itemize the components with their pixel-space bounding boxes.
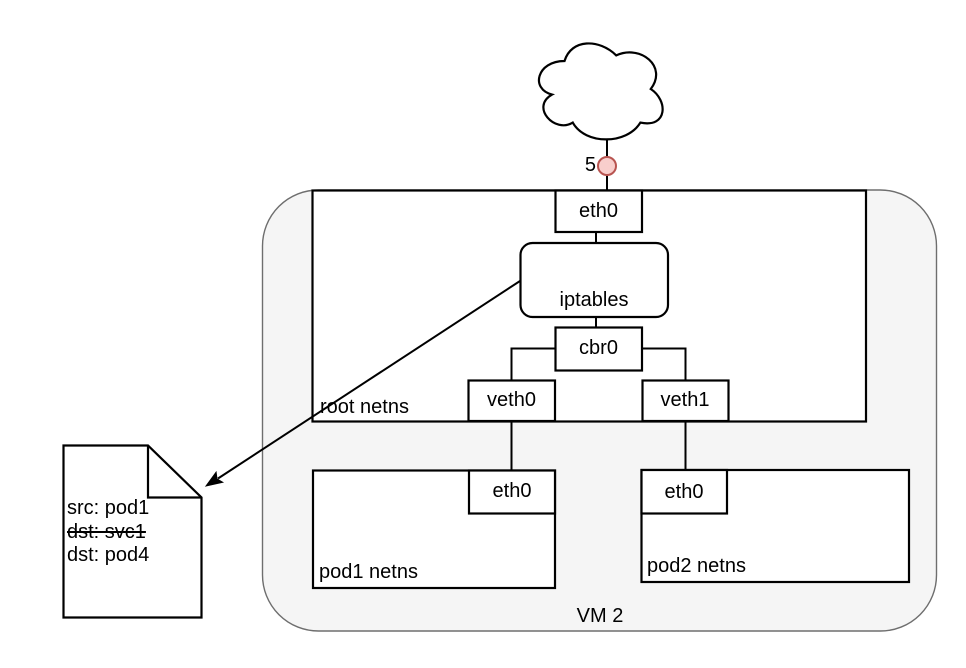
arrowhead <box>204 470 225 487</box>
veth0-label: veth0 <box>487 389 536 411</box>
note-dst-new-line: dst: pod4 <box>67 544 150 566</box>
node-boxes <box>311 189 911 590</box>
pod2-eth0-label: eth0 <box>664 480 704 503</box>
eth0-root-label: eth0 <box>579 199 618 222</box>
note-fold-line <box>146 445 202 499</box>
veth1-label: veth1 <box>660 389 710 411</box>
edge-cbr0-veth0 <box>510 347 556 381</box>
pod1-netns-label: pod1 netns <box>319 561 418 583</box>
hop-badge-label: 5 <box>584 154 596 176</box>
pod1-eth0-box <box>467 469 557 515</box>
pod2-eth0-box <box>640 468 729 515</box>
vm2-label: VM 2 <box>576 605 624 627</box>
folded-note-icon <box>62 444 203 619</box>
note-src-line: src: pod1 <box>67 497 150 519</box>
veth1-box <box>641 379 730 423</box>
cloud-icon <box>537 42 664 141</box>
pod2-netns-label: pod2 netns <box>647 555 746 577</box>
circle-badge <box>597 156 617 176</box>
eth0-root-box <box>554 189 644 234</box>
iptables-label: iptables <box>559 289 629 311</box>
cbr0-label: cbr0 <box>579 337 618 359</box>
iptables-box <box>519 241 670 319</box>
edges <box>510 138 687 471</box>
edge-cbr0-veth1 <box>642 347 687 381</box>
packet-note-text: src: pod1 dst: svc1 dst: pod4 <box>67 497 199 568</box>
root-netns-label: root netns <box>320 396 409 418</box>
arrow-iptables-note <box>217 280 521 480</box>
note-dst-old-line: dst: svc1 <box>67 520 146 543</box>
veth0-box <box>467 379 557 423</box>
pod1-eth0-label: eth0 <box>492 480 532 502</box>
cbr0-box <box>554 326 644 372</box>
